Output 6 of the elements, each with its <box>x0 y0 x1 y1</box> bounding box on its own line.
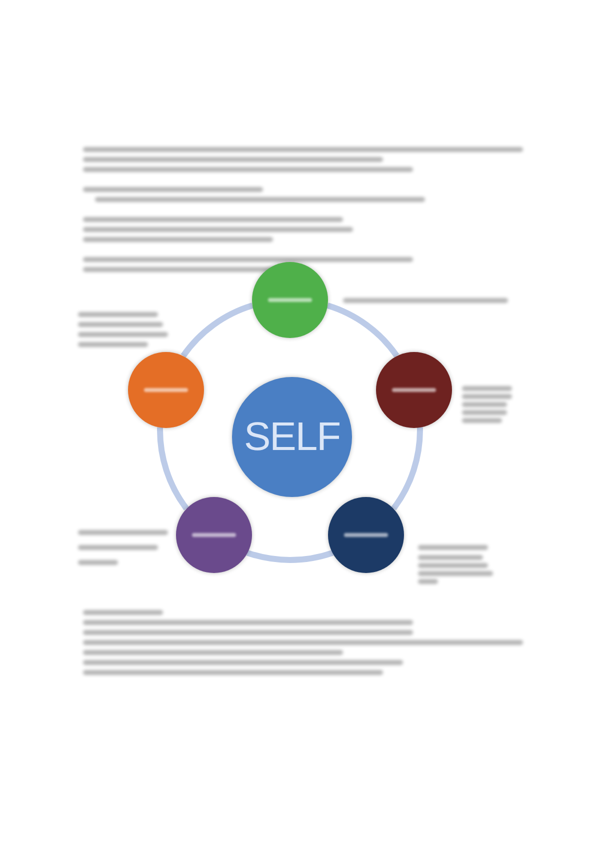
ring-connector <box>391 427 423 510</box>
ring-connector <box>246 550 334 563</box>
ring-connector <box>326 302 400 358</box>
center-label: SELF <box>244 417 340 457</box>
ring-connector <box>180 302 254 358</box>
ring-connector <box>157 427 189 510</box>
